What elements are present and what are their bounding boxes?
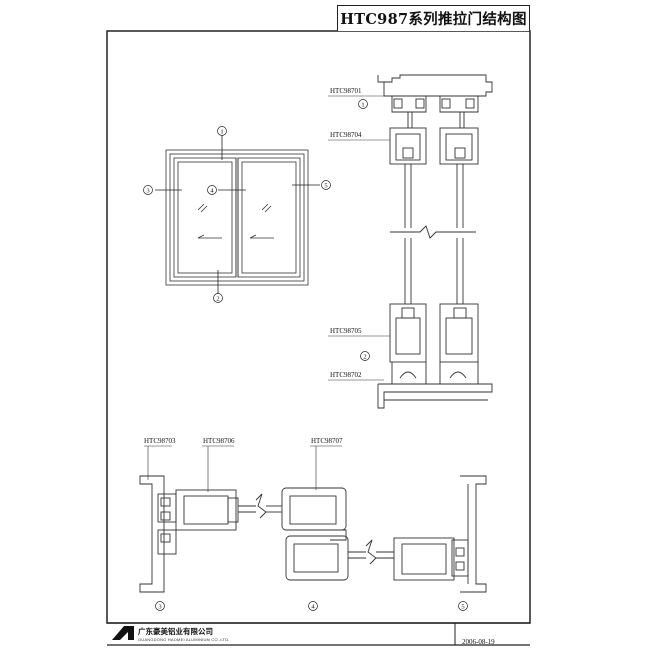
marker-3-label: 3: [146, 188, 149, 195]
vertical-section: [377, 74, 493, 409]
vsection-marker-1: [358, 99, 368, 109]
hsection-marker-5-label: 5: [461, 604, 464, 611]
horizontal-section-leaders: [144, 445, 342, 492]
label-htc98707: HTC98707: [311, 437, 343, 445]
door-elevation: [165, 149, 309, 286]
drawing-date: 2006-08-19: [462, 638, 495, 646]
elevation-section-lines: [155, 135, 320, 295]
elevation-markers: 1 2 3 4 5: [143, 126, 331, 303]
vsection-marker-2: [360, 351, 370, 361]
company-name-zh: 广东豪美铝业有限公司: [138, 627, 213, 636]
vsection-marker-2-label: 2: [363, 354, 366, 361]
label-htc98703: HTC98703: [144, 437, 176, 445]
drawing-title: HTC987系列推拉门结构图: [337, 5, 530, 31]
label-htc98702: HTC98702: [330, 371, 362, 379]
horizontal-section-markers: 3 4 5: [155, 601, 468, 611]
hsection-marker-3-label: 3: [158, 604, 161, 611]
vertical-section-leaders: [328, 95, 390, 381]
marker-5-label: 5: [324, 183, 327, 190]
label-htc98704: HTC98704: [330, 131, 362, 139]
horizontal-section: [139, 475, 487, 593]
label-htc98705: HTC98705: [330, 327, 362, 335]
hsection-marker-4-label: 4: [311, 604, 315, 611]
marker-4-label: 4: [210, 188, 214, 195]
vsection-marker-1-label: 1: [361, 102, 364, 109]
marker-2-label: 2: [216, 296, 219, 303]
marker-1-label: 1: [220, 129, 223, 136]
label-htc98706: HTC98706: [203, 437, 235, 445]
company-name-en: GUANGDONG HAOMEI ALUMINIUM CO.,LTD.: [138, 637, 230, 642]
company-logo: [112, 626, 134, 640]
label-htc98701: HTC98701: [330, 87, 362, 95]
